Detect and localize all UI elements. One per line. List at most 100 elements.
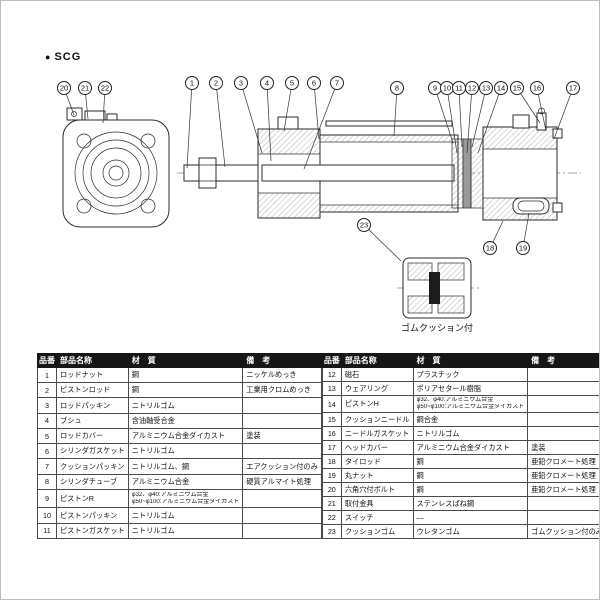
balloon-number: 7 [335,79,339,88]
cell-material: 鋼 [412,468,529,483]
cell-part-name: シリンダチューブ [56,473,129,490]
cell-remarks: 亜鉛クロメート処理 [527,454,599,469]
cell-material: ニトリルゴム [127,522,244,540]
cushion-rubber-part [429,272,440,304]
cell-remarks: 亜鉛クロメート処理 [527,468,599,483]
cell-part-no: 19 [321,468,342,483]
cell-material: ニトリルゴム、鋼 [127,458,244,475]
balloon-number: 14 [497,84,505,93]
leader-line [186,82,193,169]
cell-remarks: 硬質アルマイト処理 [242,473,322,490]
front-view [62,107,170,228]
cell-part-name: スイッチ [340,510,414,525]
cell-part-no: 4 [37,412,57,429]
cell-part-no: 1 [37,366,57,384]
balloon-number: 17 [569,84,577,93]
header-remarks: 備 考 [527,353,599,368]
balloon-number: 23 [360,221,368,230]
cell-remarks [242,412,322,429]
balloon-18 [483,241,497,255]
cell-part-name: ウェアリング [340,381,414,396]
cell-remarks: ニッケルめっき [242,366,322,384]
balloon-15 [510,81,524,95]
balloon-19 [516,241,530,255]
cell-remarks [527,381,599,396]
balloon-7 [330,76,344,90]
cell-part-name: ブシュ [56,412,129,429]
cell-material: 鋼合金 [412,412,529,427]
cell-part-name: ロッドパッキン [56,397,129,414]
leader-line [393,87,398,137]
table-header-row: 品番 部品名称 材 質 備 考 [37,353,322,368]
cell-material: ポリアセタール樹脂 [412,381,529,396]
balloon-2 [209,76,223,90]
balloon-14 [494,81,508,95]
cell-part-name: ロッドカバー [56,427,129,445]
cell-material: ニトリルゴム [127,507,244,524]
leader-line [363,224,402,262]
cell-remarks [242,522,322,540]
cell-material: ニトリルゴム [127,397,244,414]
series-name: SCG [54,51,82,63]
cell-part-no: 11 [37,522,57,540]
cell-part-no: 10 [37,507,57,524]
balloon-4 [260,76,274,90]
leader-line [313,82,320,140]
cell-part-no: 23 [321,524,342,539]
balloon-5 [285,76,299,90]
cell-part-no: 8 [37,473,57,490]
leader-line [458,87,463,148]
cell-part-no: 17 [321,440,342,455]
balloon-13 [479,81,493,95]
cell-part-name: ヘッドカバー [340,440,414,455]
balloon-number: 19 [519,244,527,253]
cell-part-no: 2 [37,382,57,399]
leader-line [466,87,473,154]
header-material: 材 質 [412,353,529,368]
balloon-23 [357,218,371,232]
cell-remarks [527,496,599,511]
balloon-number: 3 [239,79,243,88]
balloon-number: 4 [265,79,269,88]
balloon-number: 13 [482,84,490,93]
cell-part-no: 14 [321,395,342,413]
leader-line [553,87,574,140]
cell-material: 鋼 [127,366,244,384]
cell-part-name: クッションニードル [340,412,414,427]
cell-part-no: 3 [37,397,57,414]
cell-remarks: 塗装 [242,427,322,445]
cell-part-name: ピストンガスケット [56,522,129,540]
cell-part-name: クッションゴム [340,524,414,539]
cell-part-name: ピストンH [340,395,414,413]
cell-remarks: エアクッション付のみ [242,458,322,475]
cell-material: 鋼 [412,482,529,497]
balloon-number: 21 [81,84,89,93]
balloon-number: 5 [290,79,294,88]
balloon-number: 20 [60,84,68,93]
cell-part-name: 丸ナット [340,468,414,483]
header-part-no: 品番 [321,353,342,368]
cell-material: ウレタンゴム [412,524,529,539]
cell-remarks [242,443,322,460]
detail-caption: ゴムクッション付 [401,322,473,333]
balloon-20 [57,81,71,95]
